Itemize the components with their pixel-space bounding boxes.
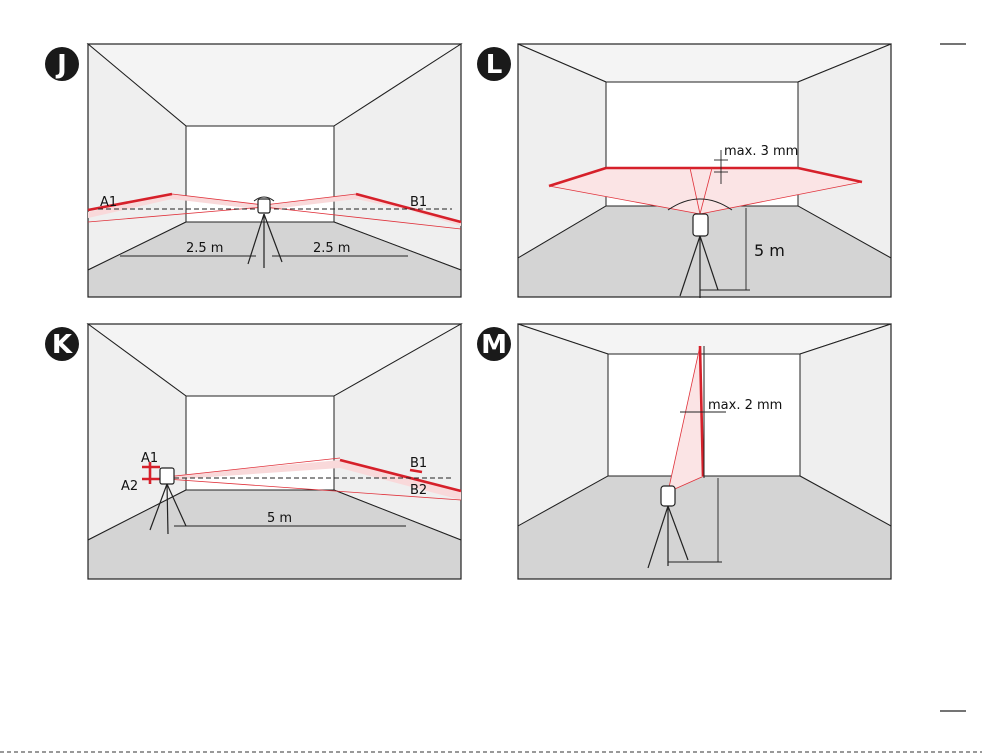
badge-j-letter: J <box>55 50 67 80</box>
label-tolerance: max. 3 mm <box>724 144 798 159</box>
label-height: 5 m <box>754 241 785 260</box>
panel-m: max. 2 mm M <box>477 324 891 579</box>
panel-j: A1 B1 2.5 m 2.5 m J <box>45 44 461 297</box>
label-dist: 5 m <box>267 511 292 526</box>
badge-k-letter: K <box>52 330 73 360</box>
label-tolerance: max. 2 mm <box>708 398 782 413</box>
label-a1: A1 <box>141 451 158 466</box>
label-a2: A2 <box>121 479 138 494</box>
label-b2: B2 <box>410 483 427 498</box>
panel-l: max. 3 mm 5 m L <box>477 44 891 298</box>
label-a1: A1 <box>100 195 117 210</box>
label-b1: B1 <box>410 456 427 471</box>
panel-k: A1 A2 B1 B2 5 m K <box>45 324 461 579</box>
label-dist-left: 2.5 m <box>186 241 223 256</box>
badge-l-letter: L <box>486 50 503 80</box>
label-b1: B1 <box>410 195 427 210</box>
label-dist-right: 2.5 m <box>313 241 350 256</box>
badge-m-letter: M <box>481 330 507 360</box>
